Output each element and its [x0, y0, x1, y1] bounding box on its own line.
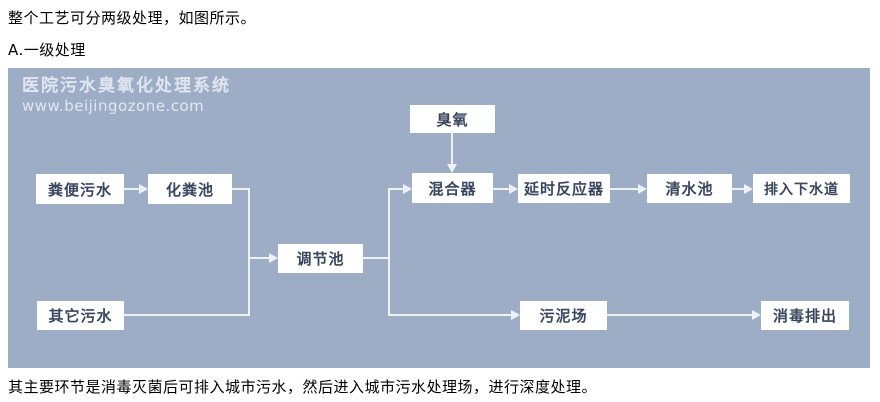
connector-junction-regulate [248, 257, 270, 259]
node-septic-tank: 化粪池 [148, 174, 232, 204]
flow-diagram-panel: 医院污水臭氧化处理系统 www.beijingozone.com 粪便污水 化粪… [8, 68, 870, 368]
arrowhead-sewer [744, 184, 753, 194]
connector-septic-stub [232, 188, 250, 190]
connector-delay-clear [610, 188, 639, 190]
arrowhead-delay [509, 184, 518, 194]
node-ozone: 臭氧 [410, 105, 495, 133]
connector-mixer-delay [493, 188, 510, 190]
node-regulating-tank: 调节池 [278, 244, 363, 273]
watermark-title: 医院污水臭氧化处理系统 [22, 76, 231, 96]
watermark: 医院污水臭氧化处理系统 www.beijingozone.com [22, 76, 231, 116]
node-mixer: 混合器 [412, 173, 493, 203]
arrowhead-fecal-septic [139, 184, 148, 194]
connector-sludge-disinfect [607, 314, 753, 316]
node-disinfect-discharge: 消毒排出 [761, 301, 849, 330]
footer-text: 其主要环节是消毒灭菌后可排入城市污水，然后进入城市污水处理场，进行深度处理。 [8, 378, 598, 396]
arrowhead-mixer [403, 184, 412, 194]
connector-clear-sewer [732, 188, 745, 190]
connector-left-vertical [248, 188, 250, 316]
connector-fecal-septic [124, 188, 140, 190]
node-fecal-sewage: 粪便污水 [36, 174, 124, 204]
connector-right-vertical [388, 188, 390, 316]
node-delay-reactor: 延时反应器 [518, 174, 610, 203]
connector-ozone-mixer [451, 133, 453, 165]
intro-text: 整个工艺可分两级处理，如图所示。 [8, 9, 257, 27]
watermark-url: www.beijingozone.com [22, 97, 205, 116]
section-label: A.一级处理 [8, 41, 86, 59]
connector-to-mixer [388, 188, 404, 190]
connector-regulate-stub [363, 257, 390, 259]
connector-to-sludge [388, 314, 512, 316]
arrowhead-sludge [511, 310, 520, 320]
arrowhead-disinfect [752, 310, 761, 320]
arrowhead-clear [638, 184, 647, 194]
node-clear-water-tank: 清水池 [647, 174, 732, 203]
node-other-sewage: 其它污水 [37, 301, 124, 330]
arrowhead-ozone-mixer [447, 164, 457, 173]
node-sludge-yard: 污泥场 [520, 301, 607, 330]
arrowhead-regulate [269, 253, 278, 263]
connector-other-stub [124, 314, 250, 316]
node-discharge-to-sewer: 排入下水道 [753, 174, 850, 203]
